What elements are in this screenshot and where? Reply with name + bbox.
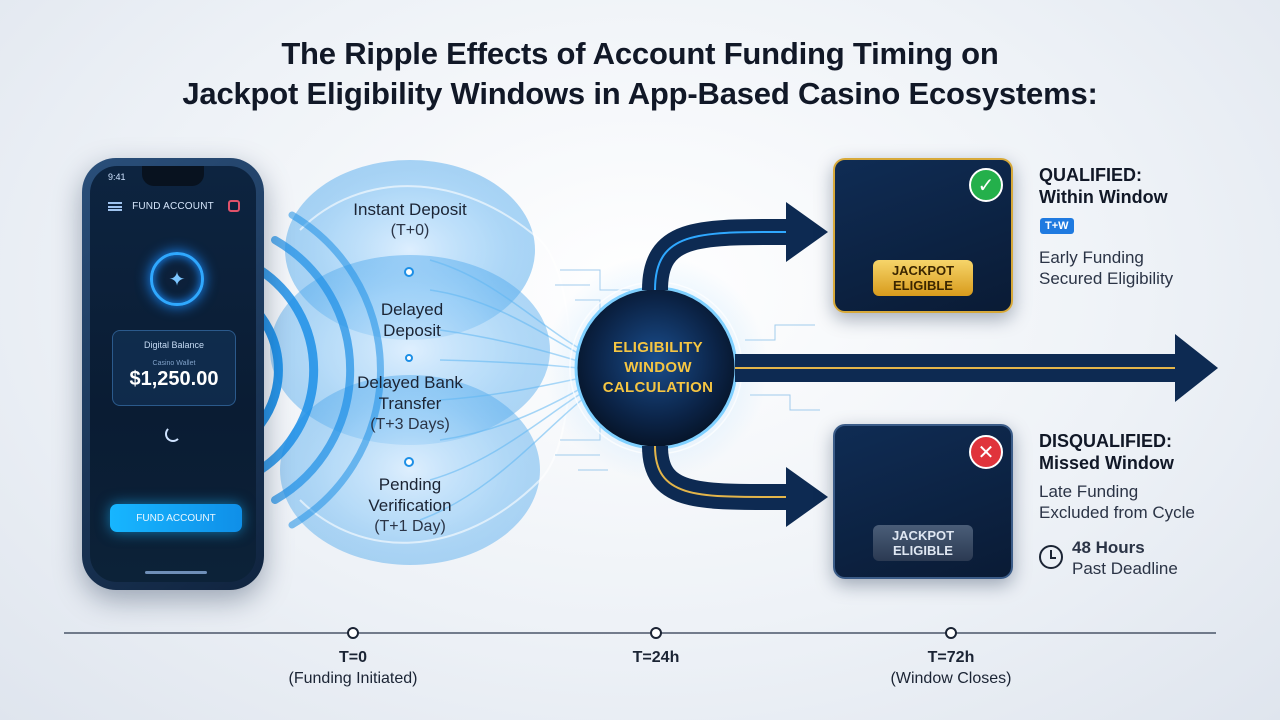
title-line-1: The Ripple Effects of Account Funding Ti… xyxy=(281,36,999,71)
funding-option-timing: (T+1 Day) xyxy=(374,518,446,535)
funding-option-bank-transfer: Delayed Bank Transfer (T+3 Days) xyxy=(335,372,485,435)
qualified-tag: T+W xyxy=(1040,218,1074,234)
funding-option-label: Delayed Deposit xyxy=(380,300,444,340)
fund-account-button[interactable]: FUND ACCOUNT xyxy=(110,504,242,532)
phone-notch xyxy=(142,166,204,186)
qualified-text-line1: Early Funding xyxy=(1039,248,1144,267)
funding-nodes xyxy=(404,267,414,467)
timeline-tick-label: T=0 xyxy=(338,649,367,666)
timeline-tick-label: T=72h xyxy=(927,649,975,666)
timeline-tick-label: T=24h xyxy=(632,649,680,666)
close-icon: ✕ xyxy=(969,435,1003,469)
jackpot-eligible-label-qualified: JACKPOT ELIGIBLE xyxy=(873,260,973,296)
timeline-tick-sub: (Funding Initiated) xyxy=(288,670,418,687)
eligibility-window-label: ELIGIBILITY WINDOW CALCULATION xyxy=(602,339,714,396)
qualified-heading-line2: Within Window xyxy=(1039,187,1168,207)
balance-label: Digital Balance xyxy=(143,340,205,350)
deadline-line1: 48 Hours xyxy=(1072,538,1145,557)
clock-icon xyxy=(1039,545,1063,569)
timeline-tick-sub: (Window Closes) xyxy=(890,670,1012,687)
deadline-text: 48 Hours Past Deadline xyxy=(1072,537,1178,579)
funding-option-timing: (T+3 Days) xyxy=(370,416,450,433)
title-line-2: Jackpot Eligibility Windows in App-Based… xyxy=(182,76,1098,111)
jackpot-label-line2: ELIGIBLE xyxy=(893,278,953,293)
funding-option-pending: Pending Verification (T+1 Day) xyxy=(340,474,480,537)
timeline-label-t72: T=72h (Window Closes) xyxy=(841,647,1061,689)
menu-icon[interactable] xyxy=(108,202,122,211)
funding-option-label: Pending Verification xyxy=(368,475,452,515)
balance-sub: Casino Wallet xyxy=(152,360,196,367)
funding-option-instant: Instant Deposit (T+0) xyxy=(340,199,480,241)
casino-logo-icon: ✦ xyxy=(150,252,204,306)
phone-screen: 9:41 FUND ACCOUNT ✦ Digital Balance Casi… xyxy=(90,166,256,582)
funding-option-label: Delayed Bank Transfer xyxy=(357,373,463,413)
timeline-axis xyxy=(64,627,1216,639)
jackpot-eligible-label-disqualified: JACKPOT ELIGIBLE xyxy=(873,525,973,561)
check-icon: ✓ xyxy=(969,168,1003,202)
disqualified-heading-line1: DISQUALIFIED: xyxy=(1039,431,1172,451)
jackpot-label-line1: JACKPOT xyxy=(891,263,955,278)
timeline-label-t24: T=24h xyxy=(546,647,766,668)
jackpot-label-line2: ELIGIBLE xyxy=(893,543,953,558)
loading-spinner-icon xyxy=(165,426,181,442)
timeline-label-t0: T=0 (Funding Initiated) xyxy=(243,647,463,689)
phone-device: 9:41 FUND ACCOUNT ✦ Digital Balance Casi… xyxy=(82,158,264,590)
disqualified-heading-line2: Missed Window xyxy=(1039,453,1174,473)
funding-option-label: Instant Deposit xyxy=(353,200,467,219)
qualified-heading-line1: QUALIFIED: xyxy=(1039,165,1142,185)
qualified-text-line2: Secured Eligibility xyxy=(1039,269,1174,288)
eligibility-orb xyxy=(544,256,768,480)
qualified-heading: QUALIFIED: Within Window xyxy=(1039,164,1168,208)
profile-icon[interactable] xyxy=(228,200,240,212)
disqualified-text-line1: Late Funding xyxy=(1039,482,1139,501)
funding-option-timing: (T+0) xyxy=(390,222,430,239)
home-indicator xyxy=(145,571,207,574)
outcome-arrows xyxy=(642,202,1218,527)
funding-option-delayed: Delayed Deposit xyxy=(352,299,472,341)
disqualified-text: Late Funding Excluded from Cycle xyxy=(1039,481,1195,523)
balance-card: Digital Balance Casino Wallet $1,250.00 xyxy=(112,330,236,406)
status-time: 9:41 xyxy=(108,172,126,182)
disqualified-heading: DISQUALIFIED: Missed Window xyxy=(1039,430,1174,474)
page-title: The Ripple Effects of Account Funding Ti… xyxy=(0,34,1280,114)
app-title: FUND ACCOUNT xyxy=(132,201,214,212)
disqualified-text-line2: Excluded from Cycle xyxy=(1039,503,1195,522)
jackpot-label-line1: JACKPOT xyxy=(891,528,955,543)
deadline-line2: Past Deadline xyxy=(1072,559,1178,578)
balance-value: $1,250.00 xyxy=(129,368,219,390)
qualified-text: Early Funding Secured Eligibility xyxy=(1039,247,1173,289)
